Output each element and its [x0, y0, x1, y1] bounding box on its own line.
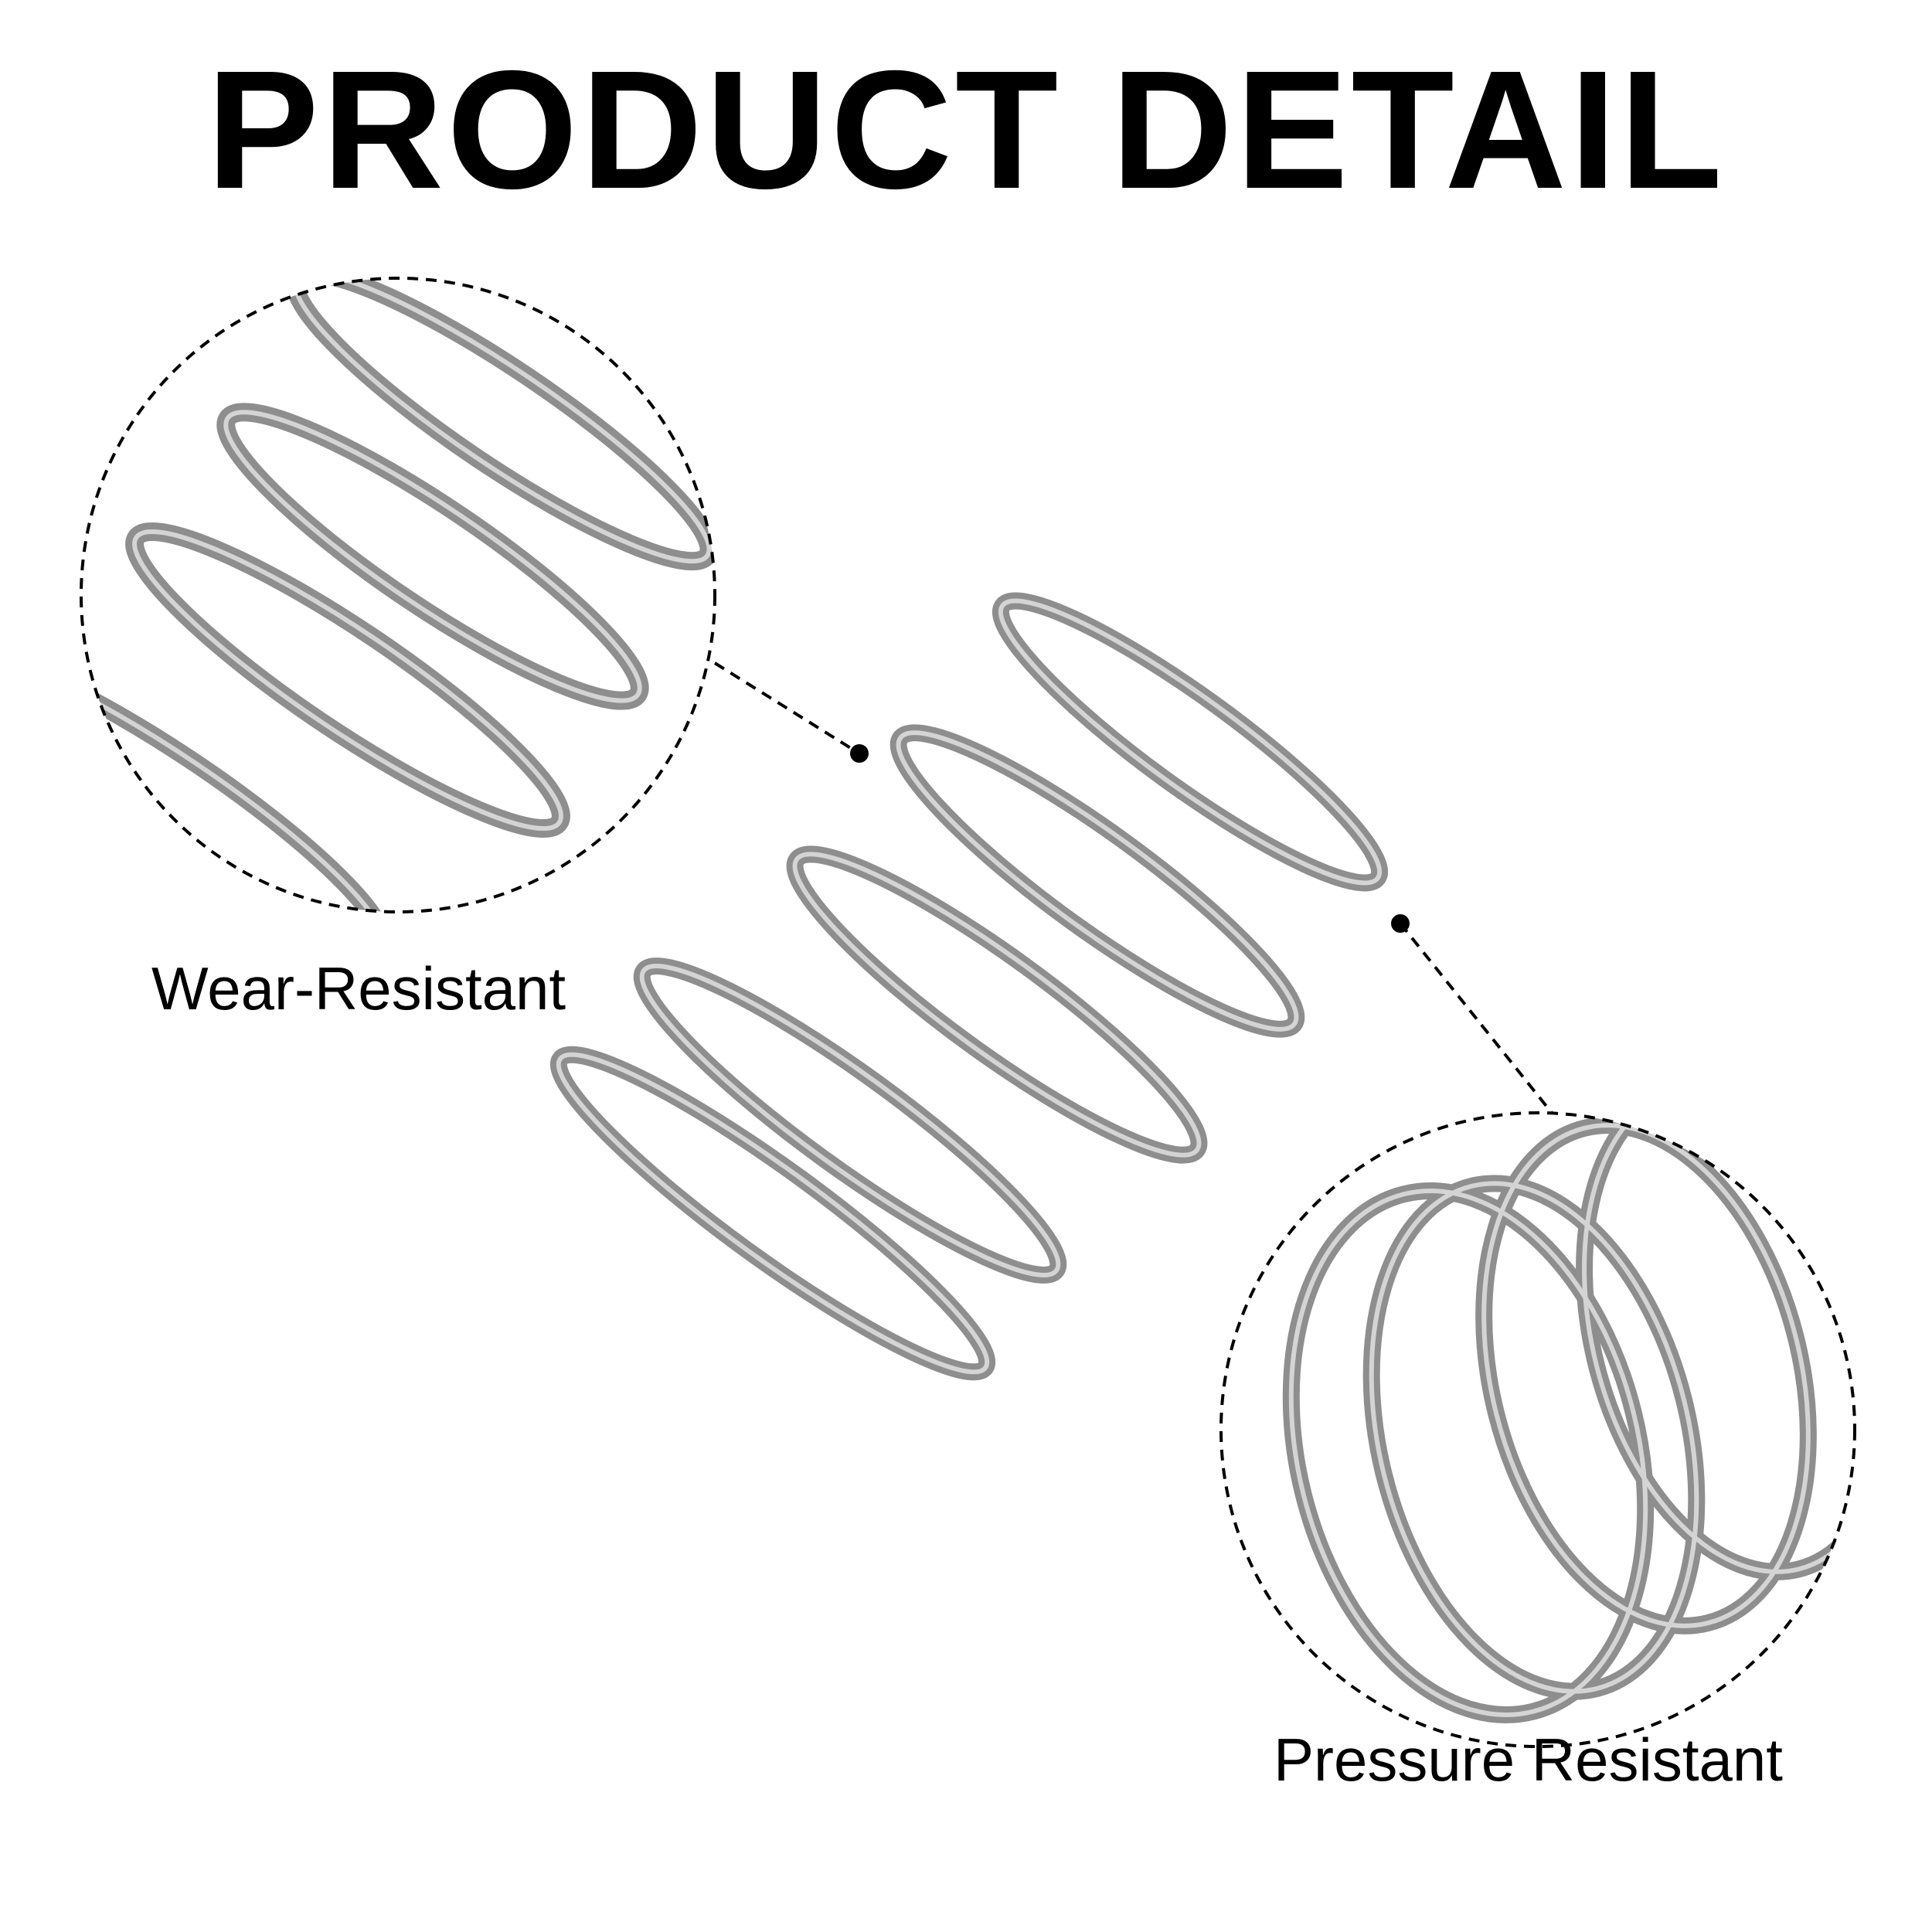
spring-coil-highlight: [556, 1052, 990, 1375]
closeup-coil-highlight: [1582, 1113, 1855, 1574]
closeup-coil-highlight: [81, 653, 386, 912]
spring-coil-highlight: [792, 852, 1202, 1158]
connector-dot-pressure: [1391, 914, 1410, 933]
spring-coil: [992, 592, 1389, 892]
callout-label-pressure-resistant: Pressure Resistant: [1274, 1726, 1783, 1794]
connector-lines: [713, 662, 1553, 1114]
callout-label-wear-resistant: Wear-Resistant: [151, 954, 566, 1022]
detail-circle-pressure: [1219, 1111, 1856, 1748]
connector-line-wear: [713, 662, 861, 755]
spring-coil-highlight: [998, 598, 1383, 886]
closeup-coil: [81, 646, 393, 912]
spring-coil-highlight: [639, 964, 1061, 1277]
closeup-coil-highlight: [1481, 1123, 1811, 1628]
closeup-coil-highlight: [223, 410, 642, 703]
spring-coil: [889, 724, 1305, 1038]
detail-circle-wear: [80, 277, 716, 913]
closeup-coil: [1576, 1113, 1855, 1580]
spring-coil: [549, 1046, 996, 1381]
spring-coil: [633, 957, 1067, 1284]
spring-end-closeup-image: [1219, 1111, 1856, 1748]
closeup-coil-highlight: [132, 529, 563, 832]
page-title: PRODUCT DETAIL: [206, 36, 1726, 224]
connector-dots: [850, 744, 1410, 933]
closeup-coil-highlight: [1288, 1189, 1648, 1717]
spring-coil-highlight: [896, 730, 1299, 1032]
compression-spring-image: [549, 592, 1389, 1381]
connector-dot-wear: [850, 744, 869, 763]
closeup-coil-highlight: [1369, 1181, 1699, 1694]
connector-line-pressure: [1399, 922, 1553, 1114]
spring-coil-closeup-image: [80, 277, 716, 913]
